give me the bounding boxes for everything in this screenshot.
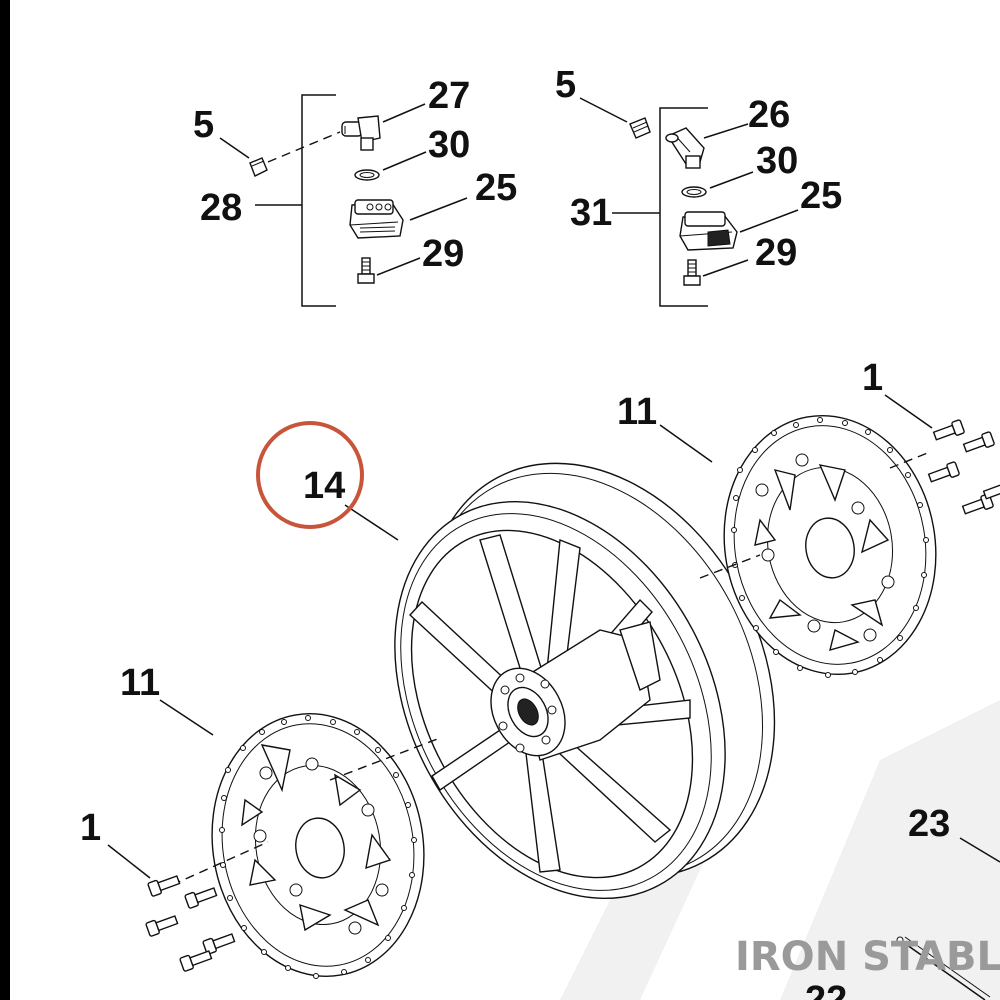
callout-25-right: 25 [800,175,842,217]
callout-23: 23 [908,803,950,845]
callout-27: 27 [428,75,470,117]
leader-1-left [107,844,151,879]
callout-11-left: 11 [120,662,160,704]
brake-rotor-11-right [723,414,937,678]
callout-28: 28 [200,187,242,229]
o-ring-30-right [681,186,707,198]
tpms-sensor-25-left [349,199,404,239]
callout-5-right: 5 [555,64,576,106]
leader-25-left [409,197,468,221]
leader-26 [703,123,749,139]
rotor-vents-right [754,453,895,652]
leader-11-right [659,424,713,463]
wheel-hub [490,621,661,761]
leader-30-right [709,171,754,189]
callout-30-left: 30 [428,124,470,166]
valve-assembly-left [219,94,468,307]
leader-14 [344,504,399,541]
rotor-outer-holes-right [731,417,929,678]
watermark-text: IRON STABLE [735,934,1000,980]
highlight-circle [256,421,364,529]
valve-cap-5-right [629,117,651,139]
leader-29-left [376,257,421,276]
callout-25-left: 25 [475,167,517,209]
callout-30-right: 30 [756,140,798,182]
bracket-31 [659,107,708,307]
callout-11-right: 11 [617,391,657,433]
callout-1-right: 1 [862,357,883,399]
valve-cap-5-left [249,157,268,177]
rotor-vents-left [241,744,392,935]
leader-5-left [219,137,250,159]
leader-30-left [382,151,427,171]
leader-29-right [702,259,749,277]
axis-dash-bolt-left [171,841,269,886]
leader-27 [382,103,426,123]
leader-11-left [159,699,214,736]
axis-dash-bolt-right [889,451,931,469]
brake-rotor-11-left [211,713,425,979]
axis-dash-wheel-right [699,554,761,579]
callout-1-left: 1 [80,807,101,849]
valve-assembly-right [579,97,799,307]
screw-29-right [683,259,701,286]
callout-31: 31 [570,192,612,234]
cast-wheel-14 [394,462,776,900]
leader-1-right [884,394,933,429]
axle-22 [896,936,991,1000]
screw-29-left [357,257,375,284]
axis-dash-wheel-left [329,737,441,781]
callout-29-left: 29 [422,233,464,275]
callout-29-right: 29 [755,232,797,274]
bracket-28 [301,94,336,307]
valve-stem-26 [665,127,705,169]
leader-23 [959,837,1000,863]
rotor-outer-holes-left [219,715,417,979]
callout-labels: 5 27 30 28 25 29 5 26 30 31 25 29 14 11 … [80,64,950,1000]
valve-stem-27 [341,115,381,151]
callout-22: 22 [805,979,847,1000]
o-ring-30-left [354,169,380,181]
rotor-bolts-1-right [927,419,1000,515]
leader-25-right [739,209,799,233]
page-left-bar [0,0,10,1000]
callout-26: 26 [748,94,790,136]
callout-5-left: 5 [193,104,214,146]
callout-14: 14 [303,465,345,507]
tpms-sensor-25-right [679,211,738,251]
rotor-bolts-1-left [145,875,236,972]
leader-5-right [579,97,628,123]
axis-dash-left [267,131,341,163]
